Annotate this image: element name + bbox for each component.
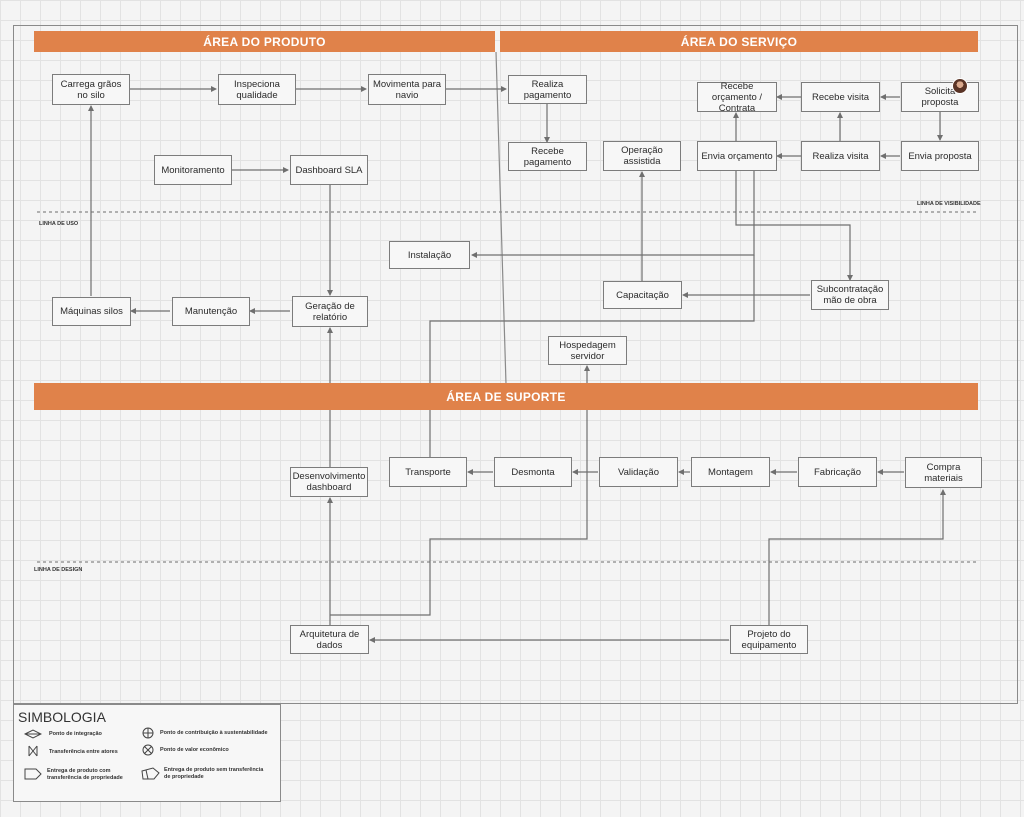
economic-value-icon (142, 744, 154, 756)
node-desmonta[interactable]: Desmonta (494, 457, 572, 487)
band-area-servico: ÁREA DO SERVIÇO (500, 31, 978, 52)
node-realiza-pagamento[interactable]: Realiza pagamento (508, 75, 587, 104)
node-inspeciona-qualidade[interactable]: Inspeciona qualidade (218, 74, 296, 105)
line-visibilidade-label: LINHA DE VISIBILIDADE (917, 201, 981, 207)
node-movimenta-navio[interactable]: Movimenta para navio (368, 74, 446, 105)
line-design-label: LINHA DE DESIGN (34, 567, 83, 573)
node-envia-proposta[interactable]: Envia proposta (901, 141, 979, 171)
node-geracao-relatorio[interactable]: Geração de relatório (292, 296, 368, 327)
node-maquinas-silos[interactable]: Máquinas silos (52, 297, 131, 326)
node-capacitacao[interactable]: Capacitação (603, 281, 682, 309)
node-hospedagem-servidor[interactable]: Hospedagem servidor (548, 336, 627, 365)
node-dashboard-sla[interactable]: Dashboard SLA (290, 155, 368, 185)
sustainability-point-icon (142, 727, 154, 739)
customer-avatar (952, 78, 968, 94)
node-realiza-visita[interactable]: Realiza visita (801, 141, 880, 171)
node-fabricacao[interactable]: Fabricação (798, 457, 877, 487)
legend-item-sustainability: Ponto de contribuição à sustentabilidade (160, 730, 268, 736)
legend-panel: SIMBOLOGIA Ponto de integração Ponto de … (13, 704, 281, 802)
node-envia-orcamento[interactable]: Envia orçamento (697, 141, 777, 171)
node-operacao-assistida[interactable]: Operação assistida (603, 141, 681, 171)
node-projeto-equipamento[interactable]: Projeto do equipamento (730, 625, 808, 654)
diagram-frame (13, 25, 1018, 704)
node-recebe-visita[interactable]: Recebe visita (801, 82, 880, 112)
integration-point-icon (24, 729, 42, 739)
legend-item-economic: Ponto de valor econômico (160, 747, 229, 753)
legend-item-actor-transfer: Transferência entre atores (49, 749, 118, 755)
node-manutencao[interactable]: Manutenção (172, 297, 250, 326)
node-arquitetura-dados[interactable]: Arquitetura de dados (290, 625, 369, 654)
product-delivery-no-transfer-icon (141, 767, 160, 780)
node-transporte[interactable]: Transporte (389, 457, 467, 487)
legend-item-delivery-transfer: Entrega de produto com transferência de … (47, 768, 123, 781)
node-instalacao[interactable]: Instalação (389, 241, 470, 269)
node-monitoramento[interactable]: Monitoramento (154, 155, 232, 185)
actor-transfer-icon (28, 745, 38, 757)
legend-title: SIMBOLOGIA (18, 709, 106, 725)
node-carrega-graos[interactable]: Carrega grãos no silo (52, 74, 130, 105)
node-montagem[interactable]: Montagem (691, 457, 770, 487)
node-compra-materiais[interactable]: Compra materiais (905, 457, 982, 488)
node-subcontratacao[interactable]: Subcontratação mão de obra (811, 280, 889, 310)
node-recebe-orcamento[interactable]: Recebe orçamento / Contrata (697, 81, 777, 114)
line-uso-label: LINHA DE USO (39, 221, 79, 227)
node-validacao[interactable]: Validação (599, 457, 678, 487)
node-desenvolvimento-dashboard[interactable]: Desenvolvimento dashboard (290, 467, 368, 497)
legend-item-delivery-no-transfer: Entrega de produto sem transferência de … (164, 767, 264, 780)
band-area-suporte: ÁREA DE SUPORTE (34, 383, 978, 410)
product-delivery-transfer-icon (24, 768, 42, 780)
node-recebe-pagamento[interactable]: Recebe pagamento (508, 142, 587, 171)
legend-item-integration: Ponto de integração (49, 731, 102, 737)
band-area-produto: ÁREA DO PRODUTO (34, 31, 495, 52)
